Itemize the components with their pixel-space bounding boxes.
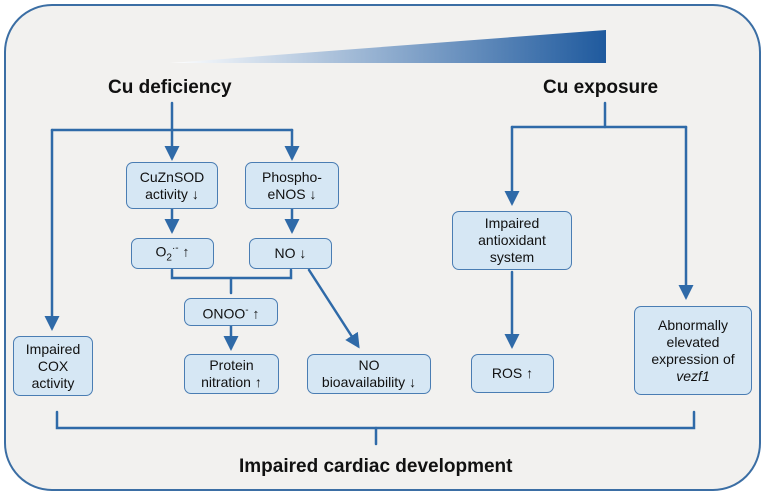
superoxide-label: O2·- ↑ <box>155 240 189 266</box>
superoxide-sup: ·- <box>171 243 179 255</box>
connector-superoxide-no-bracket <box>170 268 293 280</box>
dose-gradient-wedge <box>170 30 606 63</box>
superoxide-sub: 2 <box>166 252 172 264</box>
node-onoo: ONOO- ↑ <box>184 298 278 326</box>
onoo-sup: - <box>245 304 249 316</box>
onoo-base: ONOO <box>202 305 246 322</box>
superoxide-tail: ↑ <box>178 243 190 260</box>
node-cuznsod-activity: CuZnSOD activity ↓ <box>126 162 218 209</box>
node-no-decrease: NO ↓ <box>249 238 332 269</box>
onoo-label: ONOO- ↑ <box>202 302 259 323</box>
node-ros: ROS ↑ <box>471 354 554 393</box>
node-impaired-cox: Impaired COX activity <box>13 336 93 396</box>
vezf1-lines: Abnormally elevated expression of <box>651 316 735 367</box>
arrow-no-to-bioavailability <box>307 268 360 349</box>
node-phospho-enos: Phospho- eNOS ↓ <box>245 162 339 209</box>
superoxide-base: O <box>155 243 167 260</box>
cu-deficiency-heading: Cu deficiency <box>108 77 232 98</box>
node-protein-nitration: Protein nitration ↑ <box>184 354 279 394</box>
outcome-brace <box>55 410 696 430</box>
node-no-bioavailability: NO bioavailability ↓ <box>307 354 431 394</box>
outcome-heading: Impaired cardiac development <box>239 456 513 477</box>
diagram-panel <box>4 4 761 491</box>
node-superoxide: O2·- ↑ <box>131 238 214 269</box>
node-impaired-antioxidant: Impaired antioxidant system <box>452 211 572 270</box>
cu-exposure-heading: Cu exposure <box>543 77 659 98</box>
onoo-tail: ↑ <box>248 305 260 322</box>
vezf1-gene: vezf1 <box>676 367 710 384</box>
